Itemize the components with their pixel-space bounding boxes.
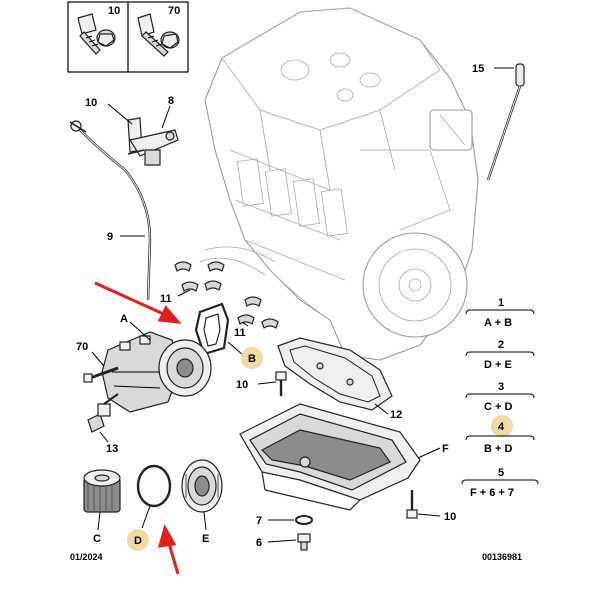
footer-reference: 00136981 (482, 552, 522, 562)
dipstick-15 (486, 63, 525, 181)
callout-13: 13 (106, 443, 118, 455)
screw-10-icon (77, 13, 116, 55)
kit-fraction-legend: 1 A + B 2 D + E 3 C + D 4 B + D 5 F + 6 … (461, 297, 539, 499)
callout-9: 9 (107, 231, 113, 243)
fraction-3-den: C + D (484, 401, 512, 413)
oil-pan-F (239, 403, 421, 511)
callout-15: 15 (472, 63, 484, 75)
baffle-plate-12 (277, 337, 393, 411)
fraction-1-num: 1 (498, 297, 504, 309)
red-arrow-top (94, 281, 182, 324)
inset-label-70: 70 (168, 5, 180, 17)
badge-4 (491, 415, 513, 437)
filter-cartridge-C (83, 469, 121, 513)
callout-C: C (93, 533, 101, 545)
bearing-shells-11 (174, 261, 279, 329)
callout-11-right: 11 (234, 327, 246, 339)
gasket-B (194, 302, 230, 356)
sensor-bracket-8 (127, 117, 179, 166)
screw-70 (83, 366, 119, 383)
dipstick-tube-9 (69, 120, 152, 301)
callout-A: A (120, 313, 128, 325)
fraction-3-num: 3 (498, 381, 504, 393)
callout-10-top: 10 (85, 97, 97, 109)
inset-label-10: 10 (108, 5, 120, 17)
o-ring-D (136, 464, 172, 508)
callout-10-mid: 10 (236, 379, 248, 391)
callout-8: 8 (168, 95, 174, 107)
badge-D (127, 529, 149, 551)
callout-70: 70 (76, 341, 88, 353)
callout-D: D (134, 535, 142, 547)
drain-plug-6 (297, 533, 311, 551)
fraction-4-num: 4 (498, 421, 505, 433)
callout-B: B (248, 353, 256, 365)
callout-6: 6 (256, 537, 262, 549)
pressure-switch-13 (87, 393, 119, 433)
fraction-2-num: 2 (498, 339, 504, 351)
callout-E: E (202, 533, 209, 545)
fraction-5-num: 5 (498, 467, 504, 479)
screw-70-icon (137, 13, 180, 57)
callout-12: 12 (390, 409, 402, 421)
oil-filter-housing-A (101, 331, 212, 413)
callout-11-left: 11 (160, 293, 172, 305)
red-arrow-bottom (157, 524, 180, 575)
callout-10-bottom: 10 (444, 511, 456, 523)
fraction-5-den: F + 6 + 7 (470, 487, 514, 499)
callout-7: 7 (256, 515, 262, 527)
screw-10-mid (275, 371, 287, 396)
badge-B (241, 347, 263, 369)
footer-date: 01/2024 (70, 552, 103, 562)
filter-cap-E (181, 459, 223, 513)
engine-block-illustration (199, 7, 479, 361)
fraction-4-den: B + D (484, 443, 512, 455)
screw-10-bottom (406, 490, 418, 519)
seal-7 (295, 515, 313, 525)
fraction-2-den: D + E (484, 359, 512, 371)
fraction-1-den: A + B (484, 317, 512, 329)
callout-F: F (442, 443, 449, 455)
screw-inset: 10 70 (67, 1, 189, 73)
